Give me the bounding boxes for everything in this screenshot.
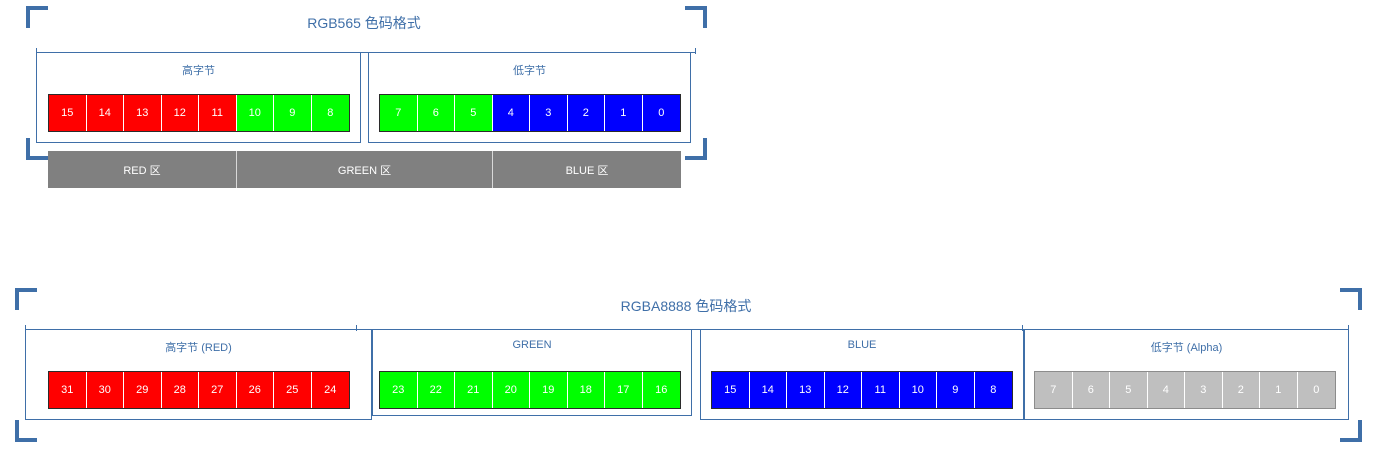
bit-cell: 3 [530,95,568,131]
bit-cell: 2 [1222,372,1260,408]
rgb565-high-bits: 15 14 13 12 11 10 9 8 [48,94,350,132]
rgb565-low-bits: 7 6 5 4 3 2 1 0 [379,94,681,132]
bit-cell: 28 [161,372,199,408]
bit-cell: 19 [530,372,568,408]
bit-cell: 12 [824,372,862,408]
bit-cell: 23 [380,372,418,408]
red-region: RED 区 [48,151,237,188]
rgba-blue-group: BLUE [700,330,1024,420]
bit-cell: 11 [199,95,237,131]
rgba-green-bits: 23 22 21 20 19 18 17 16 [379,371,681,409]
group-label: GREEN [512,339,552,351]
rgb565-high-byte-group: 高字节 [36,53,361,143]
bit-cell: 5 [1110,372,1148,408]
group-label: 高字节 (RED) [165,342,232,354]
bit-cell: 15 [712,372,750,408]
bit-cell: 10 [236,95,274,131]
bit-cell: 13 [787,372,825,408]
rgba-alpha-bits: 7 6 5 4 3 2 1 0 [1034,371,1336,409]
bit-cell: 25 [274,372,312,408]
bit-cell: 21 [455,372,493,408]
group-label: BLUE [847,339,877,351]
bit-cell: 30 [86,372,124,408]
bit-cell: 9 [937,372,975,408]
rule-tick [36,48,37,54]
frame-corner-bottom-left [15,420,37,442]
bit-cell: 7 [1035,372,1073,408]
bit-cell: 11 [862,372,900,408]
rule-tick [695,48,696,54]
rule-tick [1348,325,1349,331]
bit-cell: 14 [749,372,787,408]
frame-corner-top-left [15,288,37,310]
rgb565-title: RGB565 色码格式 [307,15,421,31]
bit-cell: 22 [417,372,455,408]
rgba-green-group: GREEN [372,330,692,416]
bit-cell: 8 [974,372,1012,408]
rgba8888-title: RGBA8888 色码格式 [620,298,752,314]
frame-corner-bottom-right [685,138,707,160]
bit-cell: 26 [236,372,274,408]
rgba-high-byte-group: 高字节 (RED) [25,330,372,420]
low-byte-label: 低字节 [513,65,546,77]
bit-cell: 16 [642,372,680,408]
bit-cell: 0 [1297,372,1335,408]
rgba-red-bits: 31 30 29 28 27 26 25 24 [48,371,350,409]
bit-cell: 18 [567,372,605,408]
bit-cell: 1 [605,95,643,131]
bit-cell: 9 [274,95,312,131]
bit-cell: 6 [1072,372,1110,408]
bit-cell: 31 [49,372,87,408]
frame-corner-top-right [685,6,707,28]
rule-tick [1022,325,1023,331]
bit-cell: 3 [1185,372,1223,408]
bit-cell: 8 [311,95,349,131]
bit-cell: 7 [380,95,418,131]
frame-corner-bottom-left [26,138,48,160]
bit-cell: 13 [124,95,162,131]
bit-cell: 27 [199,372,237,408]
bit-cell: 12 [161,95,199,131]
blue-region: BLUE 区 [493,151,681,188]
bit-cell: 14 [86,95,124,131]
frame-corner-top-left [26,6,48,28]
rgb565-low-byte-group: 低字节 [368,53,691,143]
bit-cell: 0 [642,95,680,131]
bit-cell: 6 [417,95,455,131]
bit-cell: 10 [899,372,937,408]
bit-cell: 20 [492,372,530,408]
bit-cell: 24 [311,372,349,408]
rule-tick [356,325,357,331]
rgba-low-byte-group: 低字节 (Alpha) [1024,330,1349,420]
rgba-blue-bits: 15 14 13 12 11 10 9 8 [711,371,1013,409]
bit-cell: 29 [124,372,162,408]
bit-cell: 1 [1260,372,1298,408]
bit-cell: 5 [455,95,493,131]
bit-cell: 4 [492,95,530,131]
bit-cell: 4 [1147,372,1185,408]
bit-cell: 2 [567,95,605,131]
high-byte-label: 高字节 [182,65,215,77]
bit-cell: 17 [605,372,643,408]
group-label: 低字节 (Alpha) [1150,342,1223,354]
bit-cell: 15 [49,95,87,131]
frame-corner-bottom-right [1340,420,1362,442]
frame-corner-top-right [1340,288,1362,310]
green-region: GREEN 区 [237,151,493,188]
rgb565-top-rule [36,52,696,53]
rule-tick [25,325,26,331]
rgba8888-top-rule [25,329,1349,330]
